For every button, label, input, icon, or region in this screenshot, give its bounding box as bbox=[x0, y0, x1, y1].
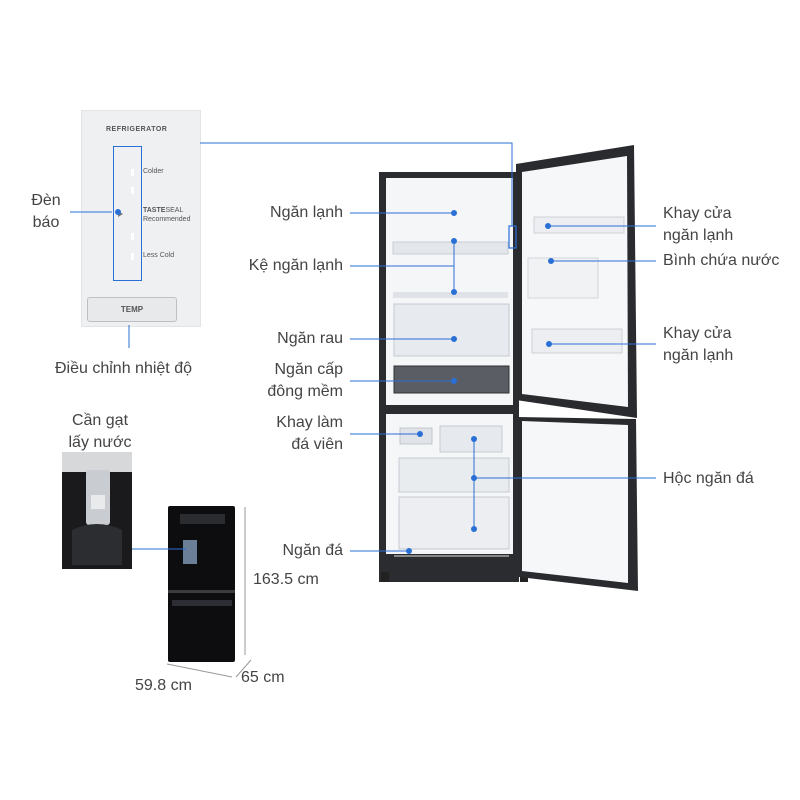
ngan-da-label: Ngăn đá bbox=[282, 542, 344, 559]
selected-arrow-icon bbox=[118, 211, 123, 217]
width-dimension-line bbox=[166, 663, 233, 678]
dot-ke-top bbox=[451, 238, 457, 244]
dimension-lines bbox=[166, 507, 252, 678]
hoc-ngan-da-label: Hộc ngăn đá bbox=[663, 470, 754, 487]
ngan-cap-line-2: đông mềm bbox=[267, 383, 343, 400]
water-dispenser-inset bbox=[62, 452, 132, 569]
can-gat-line-2: lấy nước bbox=[68, 434, 132, 451]
tasteseal-label: TASTESEAL bbox=[143, 207, 183, 214]
colder-label: Colder bbox=[143, 168, 164, 175]
indicator-light bbox=[131, 169, 134, 176]
dot-hoc-1 bbox=[471, 436, 477, 442]
height-label: 163.5 cm bbox=[253, 571, 319, 588]
ngan-rau-label: Ngăn rau bbox=[277, 330, 343, 347]
recommended-label: Recommended bbox=[143, 216, 191, 223]
ngan-cap-line-1: Ngăn cấp bbox=[274, 361, 344, 378]
indicator-light bbox=[131, 187, 134, 194]
depth-label: 65 cm bbox=[241, 669, 285, 686]
dot-den-bao bbox=[115, 209, 121, 215]
small-fridge-image bbox=[168, 506, 235, 662]
marker-dots bbox=[115, 209, 554, 554]
dot-ngan-da bbox=[406, 548, 412, 554]
dot-khay-cua-top bbox=[545, 223, 551, 229]
dot-binh-chua bbox=[548, 258, 554, 264]
less-cold-label: Less Cold bbox=[143, 252, 175, 259]
depth-dimension-line bbox=[235, 659, 252, 678]
den-bao-line-2: báo bbox=[32, 214, 60, 231]
den-bao-line-1: Đèn bbox=[31, 192, 61, 209]
ngan-cap-dong-label: Ngăn cấp đông mềm bbox=[200, 359, 343, 403]
can-gat-line-1: Cần gạt bbox=[71, 412, 129, 429]
dot-ngan-cap bbox=[451, 378, 457, 384]
dieu-chinh-label: Điều chỉnh nhiệt độ bbox=[55, 360, 192, 377]
indicator-light bbox=[131, 253, 134, 260]
dot-hoc-3 bbox=[471, 526, 477, 532]
can-gat-label: Cần gạt lấy nước bbox=[50, 410, 150, 454]
control-panel: REFRIGERATOR Colder TASTESEAL Recommende… bbox=[81, 110, 201, 327]
binh-chua-nuoc-label: Bình chứa nước bbox=[663, 252, 780, 269]
temp-button[interactable]: TEMP bbox=[87, 297, 177, 322]
ke-ngan-lanh-label: Kệ ngăn lạnh bbox=[248, 257, 343, 274]
dot-hoc-2 bbox=[471, 475, 477, 481]
khay-lam-line-1: Khay làm bbox=[276, 414, 343, 431]
khay-cua-mid-line-1: Khay cửa bbox=[663, 325, 732, 342]
khay-lam-line-2: đá viên bbox=[291, 436, 343, 453]
khay-lam-da-label: Khay làm đá viên bbox=[200, 412, 343, 456]
dot-ngan-lanh bbox=[451, 210, 457, 216]
den-bao-label: Đèn báo bbox=[26, 190, 66, 234]
leader-lines bbox=[70, 142, 656, 552]
dot-khay-cua-mid bbox=[546, 341, 552, 347]
main-fridge bbox=[379, 145, 638, 591]
khay-cua-mid-label: Khay cửa ngăn lạnh bbox=[663, 323, 733, 367]
dot-khay-lam bbox=[417, 431, 423, 437]
indicator-light bbox=[131, 233, 134, 240]
khay-cua-top-label: Khay cửa ngăn lạnh bbox=[663, 203, 733, 247]
tasteseal-rest: SEAL bbox=[165, 207, 184, 214]
tasteseal-bold: TASTE bbox=[143, 207, 166, 214]
khay-cua-mid-line-2: ngăn lạnh bbox=[663, 347, 734, 364]
khay-cua-top-line-1: Khay cửa bbox=[663, 205, 732, 222]
panel-title: REFRIGERATOR bbox=[106, 126, 168, 133]
indicator-frame bbox=[113, 146, 142, 281]
leader-den-bao-top bbox=[200, 142, 513, 226]
dot-ngan-rau bbox=[451, 336, 457, 342]
dot-ke-bottom bbox=[451, 289, 457, 295]
width-label: 59.8 cm bbox=[135, 677, 192, 694]
khay-cua-top-line-2: ngăn lạnh bbox=[663, 227, 734, 244]
ngan-lanh-label: Ngăn lạnh bbox=[270, 204, 343, 221]
